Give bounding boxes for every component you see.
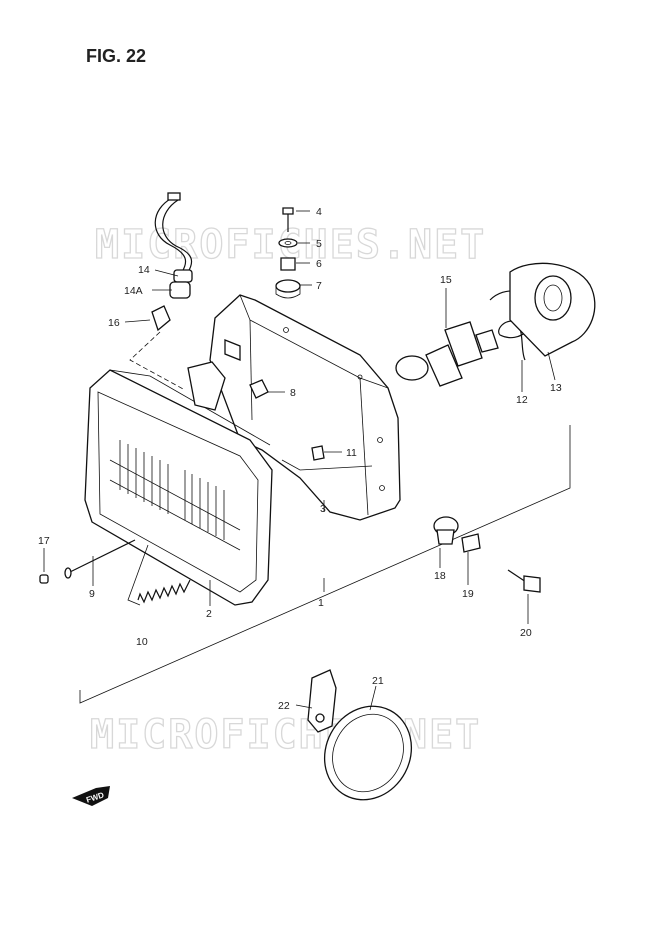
- callout-18: 18: [434, 570, 446, 582]
- callout-6: 6: [316, 258, 322, 270]
- spring-10: [137, 579, 191, 604]
- callout-2: 2: [206, 608, 212, 620]
- bolt-20: [507, 569, 541, 593]
- dust-cover: [509, 262, 596, 357]
- spring-pointer: [127, 544, 149, 606]
- callout-8: 8: [290, 387, 296, 399]
- leader-lines: [43, 210, 556, 711]
- callout-13: 13: [550, 382, 562, 394]
- headlight-bulb: [395, 321, 499, 387]
- callout-10: 10: [136, 636, 148, 648]
- callout-16: 16: [108, 317, 120, 329]
- callout-7: 7: [316, 280, 322, 292]
- callout-22: 22: [278, 700, 290, 712]
- bracket-22: [307, 669, 337, 733]
- headlight-lens-unit: [84, 361, 273, 606]
- assembly-bracket-line: [79, 425, 571, 704]
- callout-5: 5: [316, 238, 322, 250]
- callout-4: 4: [316, 206, 322, 218]
- screw-9: [64, 539, 136, 579]
- callout-20: 20: [520, 627, 532, 639]
- watermark-bottom: MICROFICHES.NET: [90, 712, 481, 758]
- callout-14a: 14A: [124, 285, 143, 297]
- nut-17: [39, 574, 49, 584]
- callout-9: 9: [89, 588, 95, 600]
- callout-1: 1: [318, 597, 324, 609]
- callout-17: 17: [38, 535, 50, 547]
- reflector-21: [323, 705, 413, 801]
- adjuster-18: [433, 516, 459, 545]
- callout-3: 3: [320, 503, 326, 515]
- figure-title: FIG. 22: [86, 46, 146, 66]
- callout-15: 15: [440, 274, 452, 286]
- socket-wire-assembly: [129, 192, 193, 391]
- callout-11: 11: [346, 447, 357, 459]
- callout-21: 21: [372, 675, 384, 687]
- fwd-arrow-icon: FWD: [72, 786, 110, 806]
- nut-11: [311, 445, 325, 461]
- screw-stack: [275, 207, 301, 299]
- collar-19: [461, 533, 481, 553]
- callout-12: 12: [516, 394, 528, 406]
- callout-14: 14: [138, 264, 150, 276]
- callout-19: 19: [462, 588, 474, 600]
